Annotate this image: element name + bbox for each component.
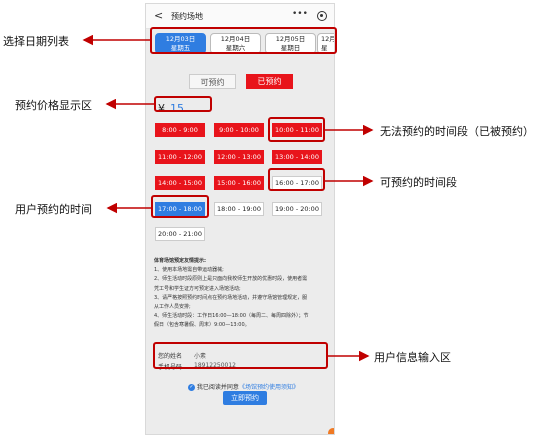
more-icon[interactable]: ••• (292, 9, 308, 19)
highlight-user-booked (151, 195, 209, 218)
time-slot[interactable]: 20:00 - 21:00 (155, 227, 205, 241)
tab-available[interactable]: 可预约 (189, 74, 236, 89)
tips-line: 假日（包含寒暑假、周末）9:00—13:00。 (154, 322, 250, 329)
time-slot[interactable]: 10:00 - 11:00 (272, 123, 322, 137)
tips-line: 2、师生活动时段原则上是只面向我校师生开放的优惠时段，使用者需 (154, 276, 308, 283)
highlight-date-list (150, 27, 337, 54)
tips-title: 体育场馆预定友情提示: (154, 258, 207, 264)
time-slot[interactable]: 18:00 - 19:00 (214, 202, 264, 216)
date-label: 12月03日 (165, 35, 196, 43)
annotation-user-info: 用户信息输入区 (374, 351, 451, 364)
annotation-date-list: 选择日期列表 (3, 35, 69, 48)
highlight-user-info (153, 342, 328, 369)
weekday-label: 星期日 (280, 44, 301, 52)
time-slot[interactable]: 11:00 - 12:00 (155, 150, 205, 164)
time-slot[interactable]: 14:00 - 15:00 (155, 176, 205, 190)
page-title: 预约场地 (171, 12, 203, 21)
phone-screen: < 预约场地 ••• 12月03日 星期五 12月04日 星期六 12月05日 … (145, 3, 335, 435)
back-icon[interactable]: < (154, 9, 164, 22)
time-slot[interactable]: 15:00 - 16:00 (214, 176, 264, 190)
highlight-unavailable (268, 117, 325, 142)
close-target-icon[interactable] (317, 11, 327, 21)
floating-badge (328, 428, 334, 434)
date-label: 12月04日 (220, 35, 251, 43)
tips-line: 1、使用本场地需自带运动器械; (154, 267, 224, 274)
highlight-available (268, 168, 325, 191)
nav-bar: < 预约场地 ••• (146, 4, 334, 29)
agree-text: 我已阅读并同意 (196, 384, 239, 391)
time-slot[interactable]: 9:00 - 10:00 (214, 123, 264, 137)
name-input[interactable]: 小素 (194, 353, 207, 360)
annotation-available: 可预约的时间段 (380, 176, 457, 189)
tips-line: 凭工号和学生证方可预定进入场馆活动; (154, 285, 241, 292)
highlight-price (154, 96, 212, 112)
annotation-unavailable: 无法预约的时间段（已被预约） (380, 125, 534, 138)
time-slot-selected[interactable]: 17:00 - 18:00 (155, 202, 205, 216)
time-slot[interactable]: 13:00 - 14:00 (272, 150, 322, 164)
weekday-label: 星期六 (225, 44, 246, 52)
tab-booked[interactable]: 已预约 (246, 74, 293, 89)
weekday-label: 星 (321, 44, 328, 52)
tips-line: 4、师生活动时段：工作日16:00—18:00（每周二、每周四除外）；节 (154, 313, 309, 320)
book-now-button[interactable]: 立即预约 (223, 391, 267, 405)
time-slot[interactable]: 8:00 - 9:00 (155, 123, 205, 137)
weekday-label: 星期五 (170, 44, 191, 52)
date-label: 12月05日 (275, 35, 306, 43)
terms-link[interactable]: 《场馆预约使用须知》 (238, 384, 299, 391)
currency-symbol: ¥ (158, 102, 165, 115)
phone-input[interactable]: 18912250012 (194, 362, 236, 369)
tips-line: 从工作人员安排; (154, 304, 191, 311)
agree-checkbox[interactable]: ✓ (188, 384, 195, 391)
annotation-price-area: 预约价格显示区 (15, 99, 92, 112)
tips-line: 3、请严格按照预约时间点在预约场地活动，并遵守场馆管理规定，服 (154, 294, 308, 301)
annotation-user-booked: 用户预约的时间 (15, 203, 92, 216)
booking-tips: 体育场馆预定友情提示: 1、使用本场地需自带运动器械; 2、师生活动时段原则上是… (154, 257, 334, 331)
time-slot[interactable]: 12:00 - 13:00 (214, 150, 264, 164)
name-label: 您的姓名 (158, 353, 183, 360)
date-label: 12月0 (321, 35, 334, 43)
time-slot[interactable]: 19:00 - 20:00 (272, 202, 322, 216)
agreement-row: ✓ 我已阅读并同意《场馆预约使用须知》 (188, 382, 299, 391)
